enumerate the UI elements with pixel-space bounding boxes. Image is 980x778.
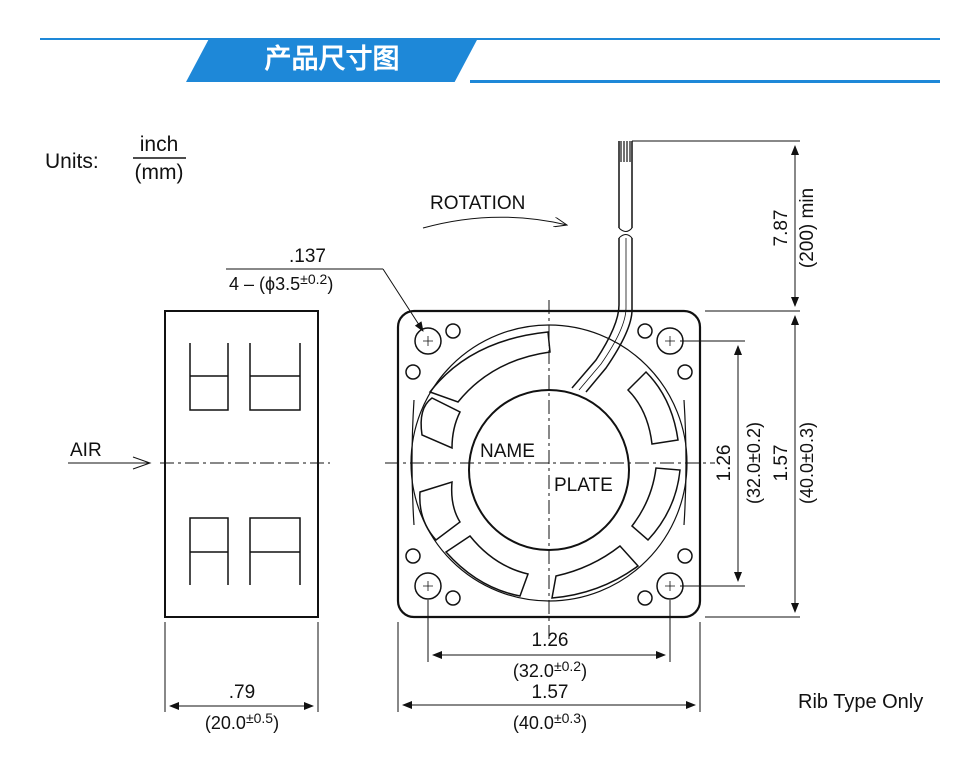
horizontal-frame-inch: 1.57 [532,682,569,703]
horizontal-frame-extension-lines [397,622,701,712]
header-banner [186,38,478,82]
side-view-frame [164,310,319,618]
hole-dim-inch: .137 [289,246,326,267]
hole-center-marks [423,336,675,591]
units-label: Units: [45,150,99,173]
horizontal-pitch-mm: (32.0±0.2) [513,658,587,681]
header-underline [470,80,940,83]
name-label: NAME [480,441,535,462]
cable-length-dim-lines [632,140,800,618]
fan-blades [419,331,681,599]
vertical-pitch-mm: (32.0±0.2) [744,422,764,504]
cable-wire-ends [620,141,631,162]
units-numerator: inch [140,133,179,156]
rotation-label: ROTATION [430,193,525,214]
air-label: AIR [70,440,102,461]
hole-dim-mm: 4 – (ϕ3.5±0.2) [229,271,333,294]
horizontal-frame-mm: (40.0±0.3) [513,710,587,733]
vertical-pitch-inch: 1.26 [714,445,735,482]
rib-type-note: Rib Type Only [798,691,923,713]
page-title: 产品尺寸图 [264,44,400,75]
side-view-ribs [189,343,301,585]
vertical-frame-mm: (40.0±0.3) [797,422,817,504]
vertical-frame-inch: 1.57 [771,445,792,482]
cable-dim-inch: 7.87 [771,210,792,247]
vertical-pitch-extension-lines [680,340,745,587]
horizontal-pitch-extension-lines [427,600,671,662]
depth-extension-lines [164,622,319,712]
horizontal-pitch-inch: 1.26 [532,630,569,651]
header-top-line [40,38,940,40]
fan-cable [571,141,633,393]
hole-leader-line [382,268,424,332]
rotation-arrow [422,216,567,229]
air-flow-arrow [132,456,152,470]
depth-mm: (20.0±0.5) [205,710,279,733]
cable-dim-mm: (200) min [797,188,818,268]
units-denominator: (mm) [135,161,184,184]
depth-inch: .79 [229,682,255,703]
plate-label: PLATE [554,475,613,496]
